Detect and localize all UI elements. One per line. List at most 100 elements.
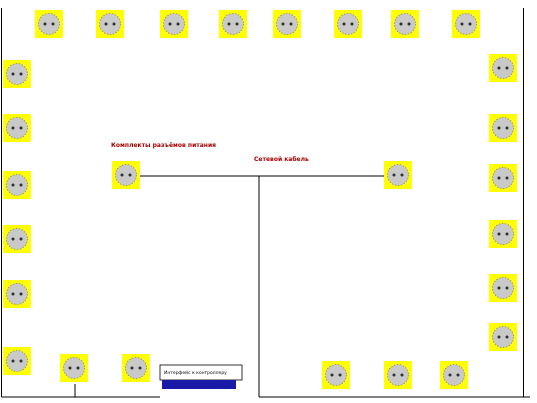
socket-icon	[440, 361, 468, 389]
socket-face	[337, 13, 359, 35]
socket-icon	[112, 161, 140, 189]
socket-icon	[489, 164, 517, 192]
socket-face	[63, 357, 85, 379]
socket-pin	[11, 292, 15, 296]
socket-icon	[160, 10, 188, 38]
socket-icon	[322, 361, 350, 389]
room-outline	[1, 8, 530, 398]
socket-pin	[51, 22, 55, 26]
socket-face	[394, 13, 416, 35]
socket-face	[276, 13, 298, 35]
socket-pin	[400, 373, 404, 377]
socket-icon	[334, 10, 362, 38]
socket-icon	[35, 10, 63, 38]
socket-pin	[505, 335, 509, 339]
socket-pin	[392, 173, 396, 177]
socket-pin	[497, 126, 501, 130]
socket-face	[443, 364, 465, 386]
socket-pin	[120, 173, 124, 177]
socket-face	[125, 357, 147, 379]
socket-pin	[19, 292, 23, 296]
socket-pin	[330, 373, 334, 377]
socket-icon	[489, 220, 517, 248]
socket-pin	[11, 237, 15, 241]
socket-pin	[505, 126, 509, 130]
socket-icon	[3, 114, 31, 142]
socket-icon	[489, 323, 517, 351]
socket-face	[492, 57, 514, 79]
socket-face	[6, 117, 28, 139]
socket-pin	[456, 373, 460, 377]
socket-face	[492, 117, 514, 139]
socket-icon	[3, 347, 31, 375]
socket-pin	[11, 183, 15, 187]
socket-icon	[489, 114, 517, 142]
socket-face	[387, 364, 409, 386]
socket-pin	[505, 232, 509, 236]
legend-bar	[162, 380, 236, 389]
socket-pin	[289, 22, 293, 26]
socket-pin	[130, 366, 134, 370]
socket-icon	[3, 280, 31, 308]
network-cable-label: Сетевой кабель	[254, 156, 309, 163]
socket-pin	[497, 176, 501, 180]
socket-pin	[11, 126, 15, 130]
socket-icon	[3, 171, 31, 199]
socket-pin	[227, 22, 231, 26]
socket-face	[492, 223, 514, 245]
socket-pin	[448, 373, 452, 377]
socket-pin	[505, 176, 509, 180]
socket-pin	[128, 173, 132, 177]
socket-face	[492, 277, 514, 299]
socket-pin	[497, 232, 501, 236]
socket-face	[6, 63, 28, 85]
socket-icon	[384, 361, 412, 389]
socket-pin	[350, 22, 354, 26]
socket-icon	[489, 274, 517, 302]
socket-pin	[392, 373, 396, 377]
socket-pin	[19, 72, 23, 76]
socket-pin	[19, 183, 23, 187]
socket-pin	[43, 22, 47, 26]
socket-pin	[138, 366, 142, 370]
socket-pin	[407, 22, 411, 26]
socket-face	[99, 13, 121, 35]
socket-pin	[76, 366, 80, 370]
socket-pin	[11, 359, 15, 363]
legend: Интерфейс к контроллеру	[159, 364, 243, 389]
sockets	[3, 10, 517, 389]
socket-icon	[273, 10, 301, 38]
legend-text: Интерфейс к контроллеру	[164, 369, 227, 376]
socket-icon	[96, 10, 124, 38]
socket-pin	[342, 22, 346, 26]
socket-icon	[489, 54, 517, 82]
socket-pin	[19, 126, 23, 130]
socket-pin	[468, 22, 472, 26]
socket-pin	[497, 286, 501, 290]
socket-icon	[452, 10, 480, 38]
socket-pin	[68, 366, 72, 370]
socket-pin	[11, 72, 15, 76]
socket-pin	[19, 359, 23, 363]
socket-pin	[104, 22, 108, 26]
socket-icon	[3, 60, 31, 88]
socket-face	[387, 164, 409, 186]
socket-face	[492, 326, 514, 348]
socket-pin	[505, 286, 509, 290]
socket-icon	[384, 161, 412, 189]
socket-face	[455, 13, 477, 35]
socket-pin	[505, 66, 509, 70]
socket-pin	[19, 237, 23, 241]
socket-icon	[391, 10, 419, 38]
socket-face	[6, 174, 28, 196]
power-kit-label: Комплекты разъёмов питания	[111, 142, 216, 149]
socket-face	[115, 164, 137, 186]
socket-pin	[168, 22, 172, 26]
socket-icon	[219, 10, 247, 38]
socket-pin	[400, 173, 404, 177]
socket-face	[38, 13, 60, 35]
socket-pin	[497, 66, 501, 70]
socket-icon	[122, 354, 150, 382]
socket-face	[222, 13, 244, 35]
